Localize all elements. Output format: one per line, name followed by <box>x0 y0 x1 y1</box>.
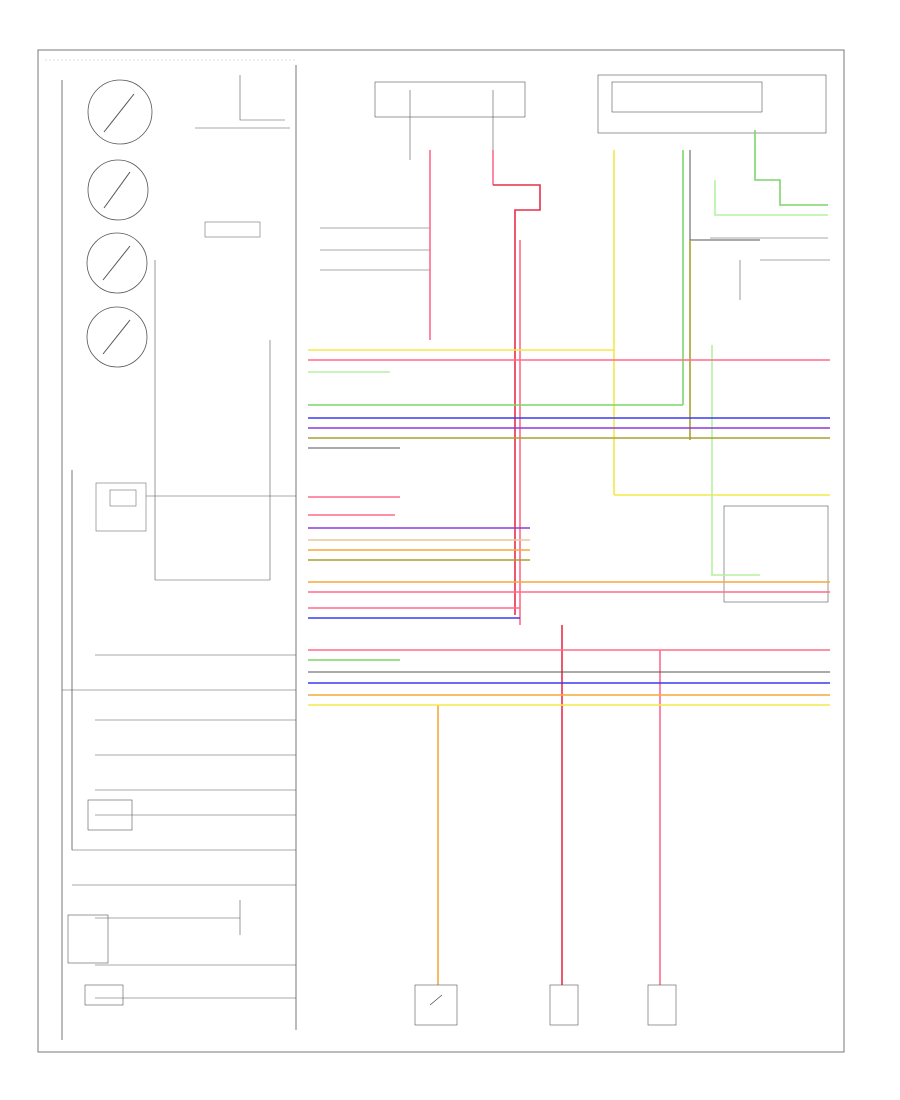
bottom-component-3 <box>647 984 677 1026</box>
bottom-component-1 <box>414 984 458 1026</box>
diagram-border <box>37 49 845 1053</box>
top-circuitry <box>320 74 830 603</box>
horizontal-wires <box>308 349 830 706</box>
bottom-component-2 <box>549 984 579 1026</box>
gauge-1 <box>87 79 153 145</box>
gauge-2 <box>87 159 149 221</box>
vertical-wires <box>429 130 830 985</box>
gauge-3 <box>86 232 148 294</box>
instrument-cluster <box>61 65 297 1040</box>
cluster-indicator-rows <box>62 654 296 1006</box>
gauge-4 <box>86 306 148 368</box>
